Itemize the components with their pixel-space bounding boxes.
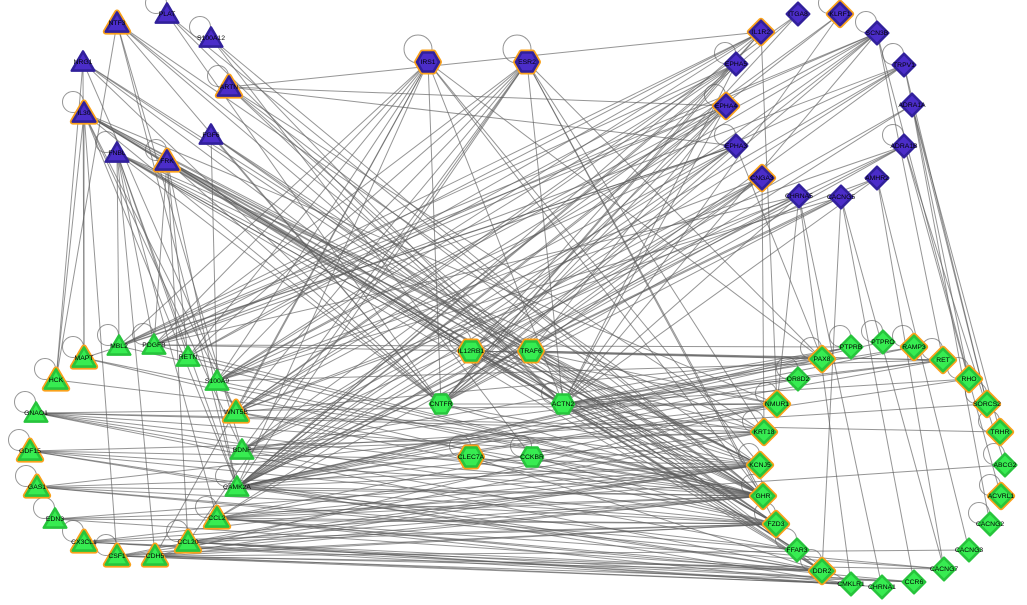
svg-text:WNT5B: WNT5B <box>224 409 248 416</box>
svg-text:S100A12: S100A12 <box>197 35 225 42</box>
svg-text:BDNF: BDNF <box>233 447 252 454</box>
svg-text:ESR2: ESR2 <box>518 59 536 66</box>
svg-text:ADRA1A: ADRA1A <box>898 102 926 109</box>
svg-text:NRG1: NRG1 <box>74 59 93 66</box>
svg-text:CACNG5: CACNG5 <box>827 194 856 201</box>
svg-text:ARTN: ARTN <box>220 84 238 91</box>
svg-text:PDGFB: PDGFB <box>142 342 166 349</box>
svg-text:CHRNA1: CHRNA1 <box>868 584 896 591</box>
svg-text:CNGA3: CNGA3 <box>750 175 774 182</box>
svg-text:S100A9: S100A9 <box>205 378 229 385</box>
svg-text:IL12RB1: IL12RB1 <box>458 348 485 355</box>
svg-text:FFAR3: FFAR3 <box>786 547 807 554</box>
svg-text:CCL20: CCL20 <box>177 539 198 546</box>
svg-text:TRHR: TRHR <box>991 429 1010 436</box>
svg-text:FZD3: FZD3 <box>768 521 785 528</box>
svg-text:CCL2: CCL2 <box>208 515 226 522</box>
svg-text:GHR: GHR <box>755 493 770 500</box>
svg-text:GAS1: GAS1 <box>28 484 46 491</box>
svg-text:CACNG2: CACNG2 <box>976 521 1005 528</box>
svg-text:FRK: FRK <box>160 158 174 165</box>
svg-text:KRT18: KRT18 <box>753 429 774 436</box>
svg-text:RET: RET <box>936 357 950 364</box>
svg-text:EPHA3: EPHA3 <box>725 143 748 150</box>
svg-text:IL30: IL30 <box>77 110 90 117</box>
svg-text:KLRF1: KLRF1 <box>829 11 850 18</box>
svg-text:CX3CL1: CX3CL1 <box>71 539 97 546</box>
svg-text:AMHR2: AMHR2 <box>865 175 889 182</box>
svg-text:CLEC7A: CLEC7A <box>458 454 485 461</box>
svg-text:EDN3: EDN3 <box>46 516 64 523</box>
svg-text:ACTN2: ACTN2 <box>552 401 575 408</box>
svg-text:CCR6: CCR6 <box>905 579 924 586</box>
svg-text:RHO: RHO <box>961 376 976 383</box>
svg-text:TRAF6: TRAF6 <box>520 348 542 355</box>
svg-text:OR8D2: OR8D2 <box>787 376 810 383</box>
svg-text:ABCG2: ABCG2 <box>993 462 1016 469</box>
svg-text:PTPRB: PTPRB <box>840 344 863 351</box>
svg-text:SCN3B: SCN3B <box>866 30 889 37</box>
svg-text:PAX8: PAX8 <box>814 356 831 363</box>
svg-text:CAMK2A: CAMK2A <box>223 484 251 491</box>
svg-text:ADRA1B: ADRA1B <box>890 143 918 150</box>
svg-text:EPHA5: EPHA5 <box>725 61 748 68</box>
svg-text:CMKLR1: CMKLR1 <box>837 581 865 588</box>
svg-text:IL1R2: IL1R2 <box>752 29 770 36</box>
svg-text:PTPRO: PTPRO <box>871 339 894 346</box>
svg-text:NMUR1: NMUR1 <box>765 401 789 408</box>
svg-text:TRPV1: TRPV1 <box>893 62 915 69</box>
svg-text:CDH5: CDH5 <box>146 553 165 560</box>
svg-text:ACVRL1: ACVRL1 <box>988 493 1015 500</box>
svg-text:SORCS2: SORCS2 <box>973 401 1001 408</box>
svg-text:CNTFR: CNTFR <box>429 401 452 408</box>
svg-text:IRS1: IRS1 <box>420 59 435 66</box>
svg-text:GNAO1: GNAO1 <box>24 410 48 417</box>
svg-text:CSF1: CSF1 <box>108 553 126 560</box>
svg-text:DDR2: DDR2 <box>813 568 832 575</box>
svg-text:EPHA4: EPHA4 <box>715 103 738 110</box>
svg-text:FNBL: FNBL <box>108 150 126 157</box>
svg-text:RETN: RETN <box>179 354 198 361</box>
svg-text:HCK: HCK <box>49 377 64 384</box>
svg-text:FGF6: FGF6 <box>202 132 220 139</box>
svg-text:GDF15: GDF15 <box>19 448 41 455</box>
svg-text:CACNG3: CACNG3 <box>955 547 984 554</box>
svg-text:CCKBR: CCKBR <box>520 454 544 461</box>
svg-text:NTF3: NTF3 <box>109 20 126 27</box>
svg-text:CHRNA5: CHRNA5 <box>785 193 813 200</box>
svg-text:ITGA8: ITGA8 <box>788 11 808 18</box>
svg-text:KCNJ5: KCNJ5 <box>749 462 771 469</box>
svg-text:CACNG7: CACNG7 <box>930 566 959 573</box>
svg-text:PLAT: PLAT <box>159 11 176 18</box>
svg-text:MAPT: MAPT <box>75 355 94 362</box>
svg-text:MBL2: MBL2 <box>110 343 128 350</box>
svg-text:RAMP3: RAMP3 <box>902 344 926 351</box>
